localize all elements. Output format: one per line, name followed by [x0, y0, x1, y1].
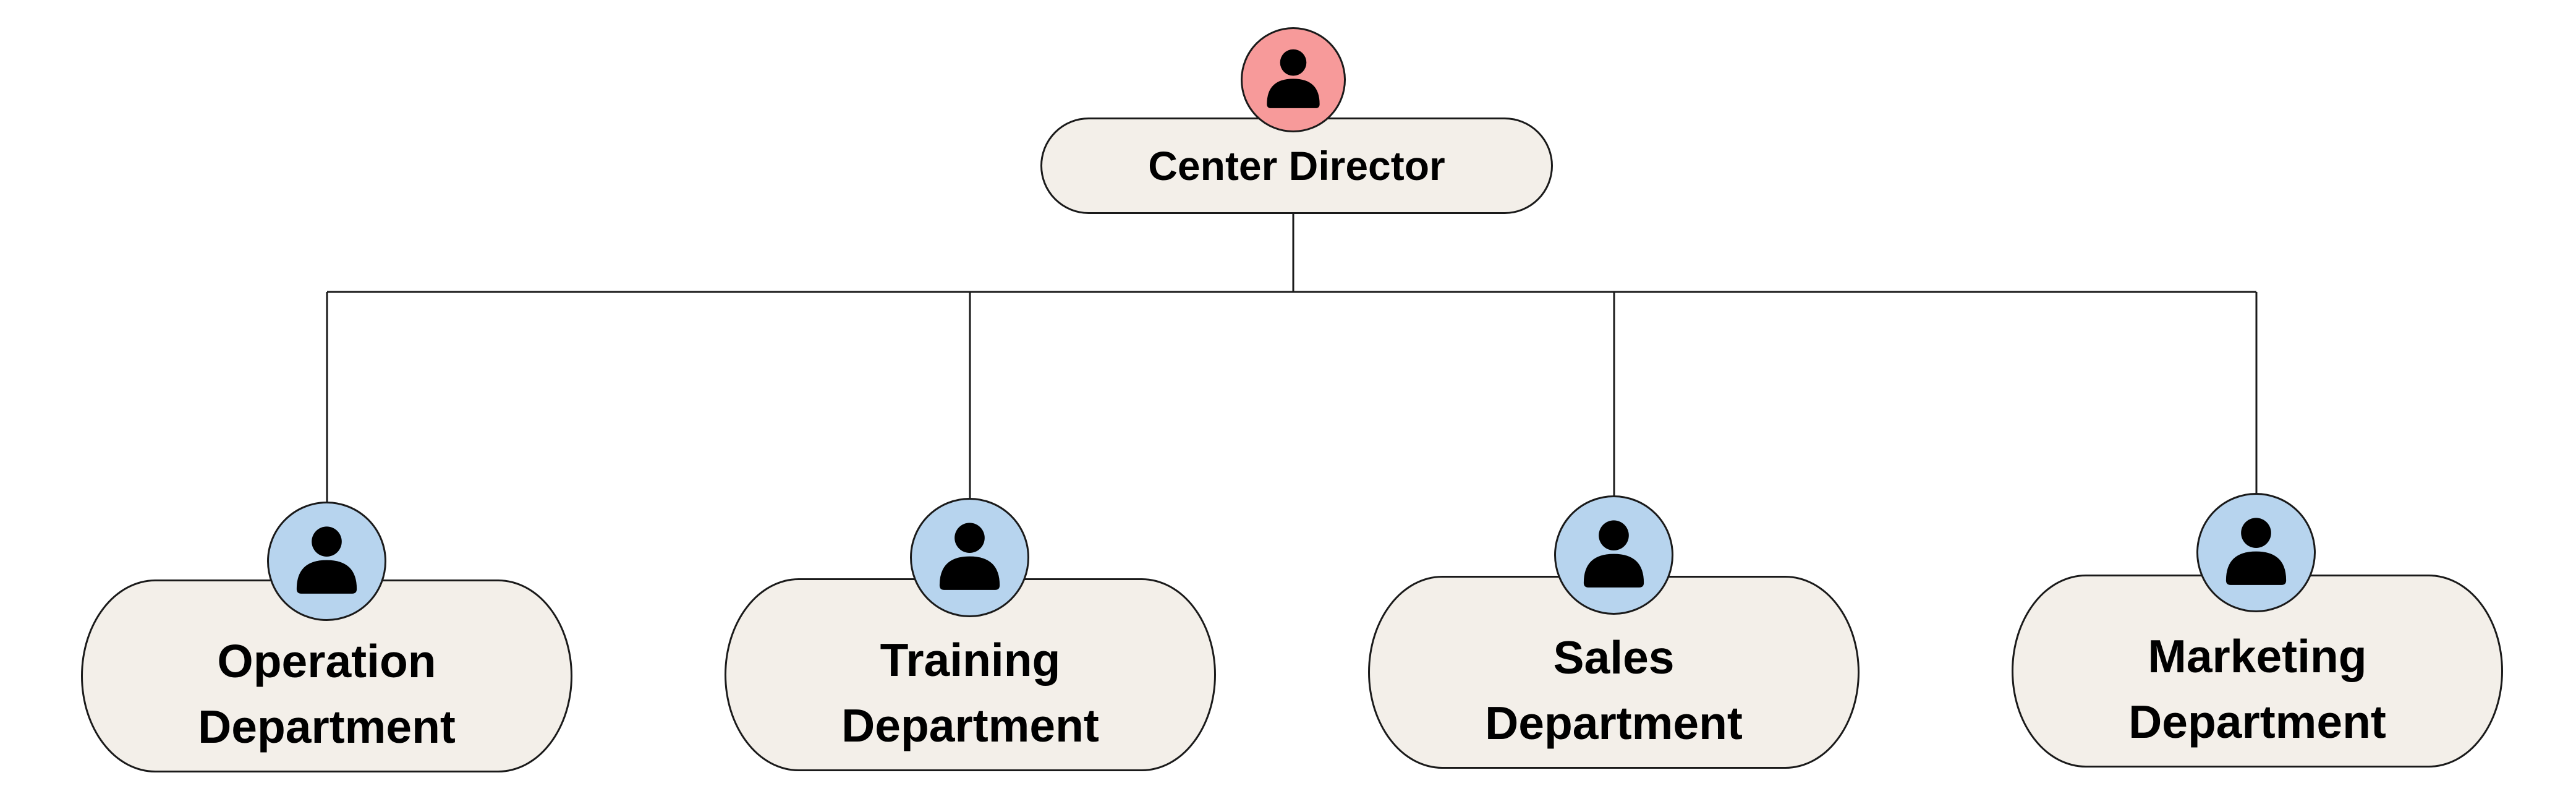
person-icon — [2225, 518, 2287, 585]
training-department-label: Training Department — [841, 633, 1099, 752]
center-director-avatar — [1241, 27, 1346, 132]
marketing-department-label: Marketing Department — [2128, 630, 2386, 748]
person-icon — [939, 523, 1000, 590]
center-director-box[interactable]: Center Director — [1040, 118, 1553, 214]
operation-department-label: Operation Department — [198, 635, 456, 753]
person-icon — [1267, 49, 1320, 108]
marketing-department-avatar — [2196, 493, 2316, 612]
operation-department-avatar — [267, 502, 386, 621]
sales-department-avatar — [1554, 495, 1673, 615]
person-icon — [1583, 520, 1644, 588]
training-department-avatar — [910, 498, 1029, 617]
center-director-label: Center Director — [1148, 143, 1445, 189]
sales-department-label: Sales Department — [1485, 631, 1743, 750]
sales-department-box[interactable]: Sales Department — [1368, 576, 1860, 769]
person-icon — [296, 526, 357, 594]
